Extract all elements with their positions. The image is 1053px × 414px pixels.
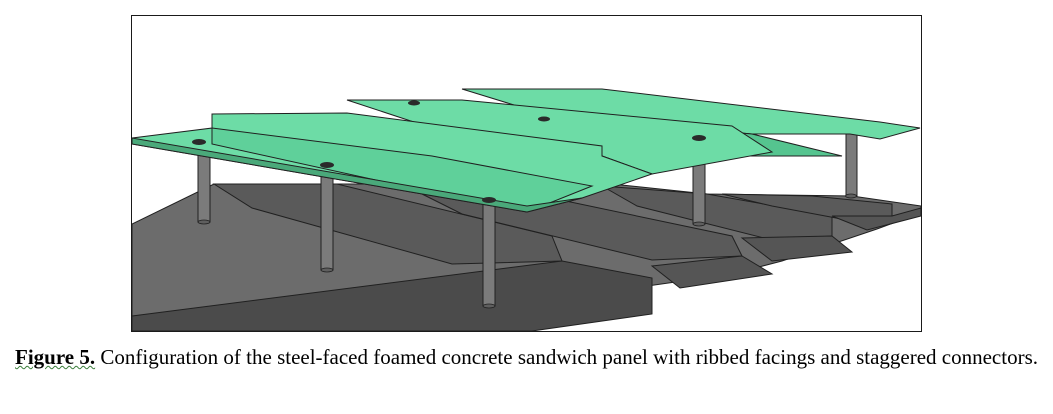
figure-caption: Figure 5. Configuration of the steel-fac… bbox=[0, 344, 1053, 371]
top-facing bbox=[132, 88, 921, 213]
connector bbox=[845, 133, 858, 199]
bottom-facing-step-2 bbox=[740, 235, 854, 262]
sandwich-panel-illustration bbox=[132, 88, 921, 331]
connector-hole bbox=[692, 135, 706, 141]
bottom-facing-front-edge bbox=[132, 260, 653, 331]
connector-hole bbox=[482, 197, 496, 203]
connector-hole bbox=[408, 100, 420, 106]
connector bbox=[482, 201, 496, 309]
connector-hole bbox=[538, 116, 550, 122]
figure-frame bbox=[131, 15, 922, 332]
bottom-facing-step-1 bbox=[650, 255, 774, 289]
connector bbox=[320, 167, 334, 273]
bottom-facing-step-3 bbox=[831, 207, 921, 231]
connector-hole bbox=[320, 162, 334, 168]
caption-text: Configuration of the steel-faced foamed … bbox=[95, 345, 1038, 369]
top-strip-front-edge bbox=[132, 137, 583, 213]
connector bbox=[197, 147, 211, 225]
figure-label: Figure 5. bbox=[15, 345, 96, 369]
connector-hole bbox=[192, 139, 206, 145]
